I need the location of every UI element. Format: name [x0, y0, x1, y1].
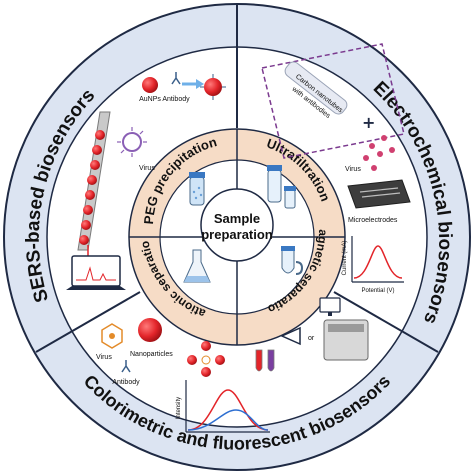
current-axis-label: Current (mA) [342, 241, 348, 276]
or-label: or [308, 335, 315, 342]
aunp-particle-icon [142, 77, 158, 93]
virus-electro-label: Virus [345, 166, 361, 173]
virus-icon-bottom [101, 323, 123, 349]
magnetic-tube-icon [281, 246, 304, 275]
center-circle [200, 188, 274, 262]
nanoparticle-icon [138, 318, 162, 342]
microelectrode-chip-icon [347, 179, 411, 209]
plus-icon: + [362, 113, 375, 132]
antibody-icon-top [171, 72, 181, 85]
virus-particles-icon [363, 135, 395, 171]
antibody-top-label: Antibody [162, 96, 190, 103]
laptop-spectrum-icon [66, 255, 126, 290]
virus-bottom-label: Virus [96, 354, 112, 361]
aggregation-cluster-icon [187, 341, 225, 377]
center-title-line2: preparation [201, 227, 273, 242]
spectrometer-icon [319, 297, 369, 361]
eye-icon [280, 326, 301, 346]
virus-sers-label: Virus [139, 165, 155, 172]
cationic-flask-icon [183, 249, 211, 283]
intensity-plot-icon [185, 380, 270, 433]
nanoparticles-label: Nanoparticles [130, 351, 173, 358]
sers-substrate-icon [77, 111, 111, 266]
aunp-antibody-conjugate-icon [200, 74, 226, 100]
microelectrodes-label: Microelectrodes [348, 217, 398, 224]
intensity-axis-label: Intensity [176, 397, 182, 419]
aunps-label: AuNPs [139, 96, 161, 103]
sector-dividers [35, 4, 439, 353]
sample-tubes-icon [255, 349, 275, 372]
ultrafiltration-tube-icon [267, 165, 296, 209]
cv-plot-icon [351, 236, 404, 283]
potential-axis-label: Potential (V) [361, 288, 394, 294]
center-title-line1: Sample [214, 211, 260, 226]
peg-tube-icon [189, 172, 205, 206]
antibody-icon-bottom [121, 360, 131, 373]
antibody-bottom-label: Antibody [112, 379, 140, 386]
virus-icon-sers [117, 127, 147, 157]
conjugate-arrow-icon [182, 79, 204, 89]
